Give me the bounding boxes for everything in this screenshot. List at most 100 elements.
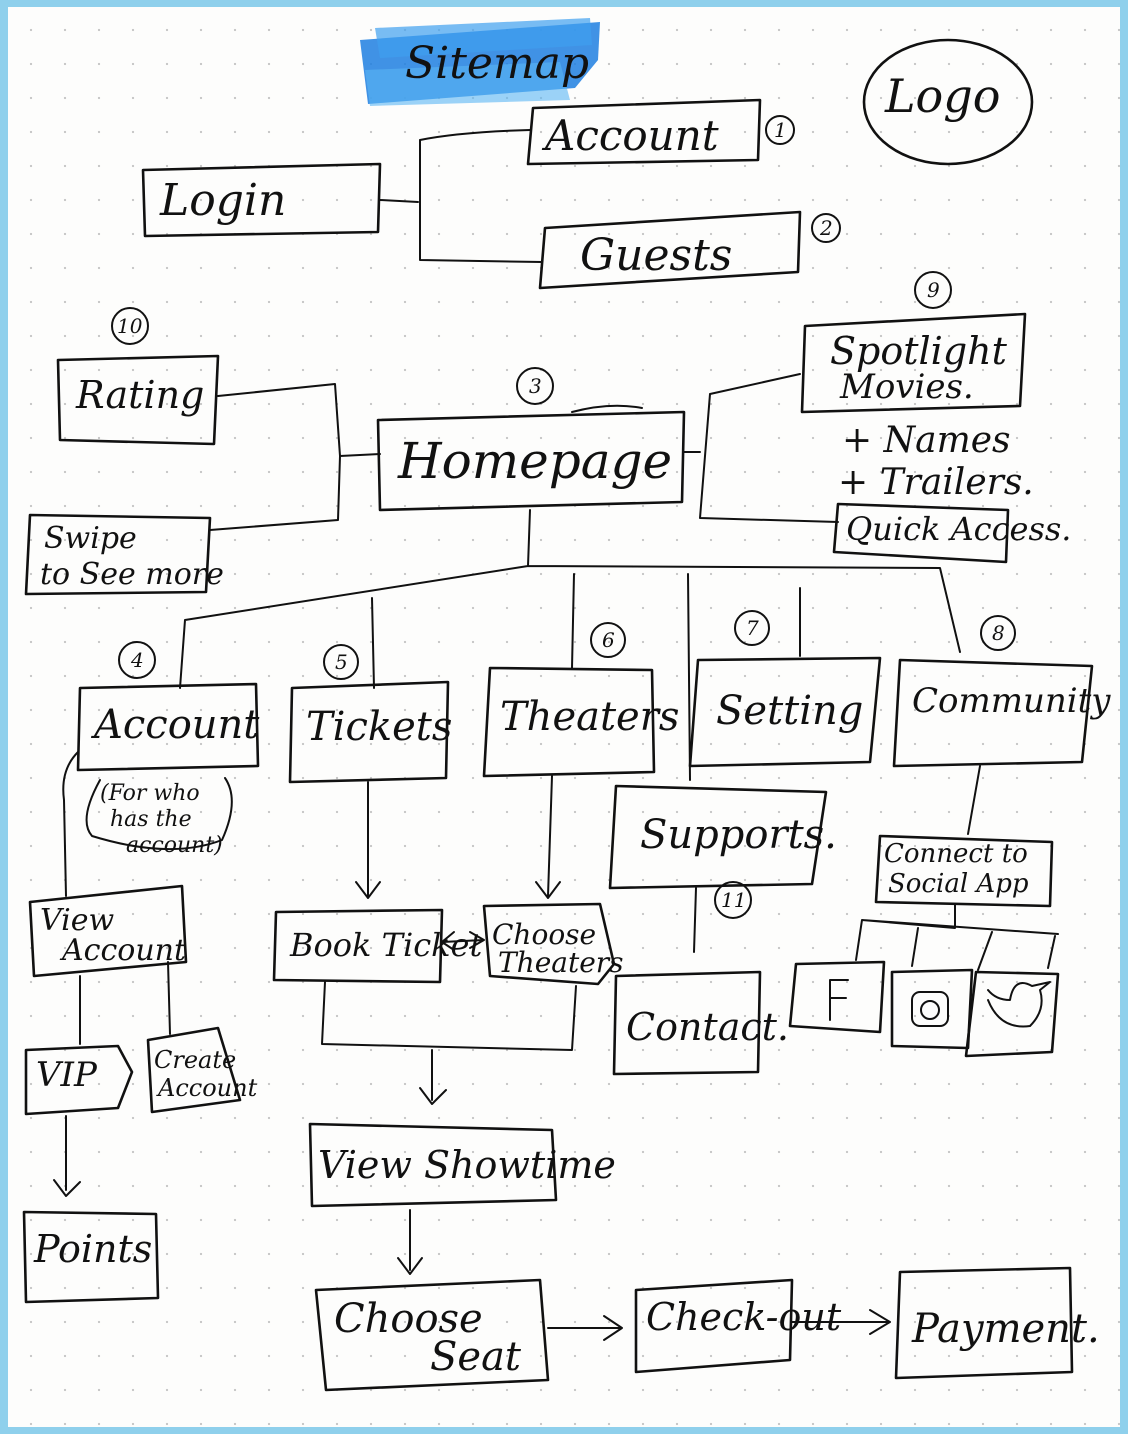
view-account-box: [28, 884, 188, 978]
badge-spotlight: [914, 271, 952, 309]
sitemap-title: Sitemap: [405, 38, 589, 89]
badge-homepage: [516, 367, 554, 405]
badge-setting: [734, 610, 770, 646]
badge-supports-num: 11: [721, 888, 746, 912]
badge-account: [118, 641, 156, 679]
view-showtime-box: [308, 1122, 558, 1208]
badge-account-top-num: 1: [774, 118, 787, 142]
vip-label: VIP: [36, 1055, 98, 1095]
account-note-2: has the: [110, 807, 192, 832]
community-box: [892, 658, 1094, 768]
create-account-label-2: Account: [156, 1074, 258, 1102]
spotlight-label-2: Movies.: [839, 367, 974, 407]
account-top-label: Account: [541, 111, 719, 160]
account-note-1: (For who: [100, 781, 200, 806]
homepage-left-connectors: [209, 383, 381, 531]
choose-theaters-label-2: Theaters: [498, 946, 624, 979]
vip-points-arrow: [53, 1115, 81, 1197]
setting-label: Setting: [716, 688, 863, 734]
homepage-tick: [571, 404, 643, 413]
view-account-connectors: [79, 961, 171, 1045]
badge-theaters-num: 6: [602, 628, 615, 652]
homepage-box: [376, 410, 686, 512]
badge-tickets-num: 5: [335, 650, 348, 674]
choose-seat-box: [314, 1278, 550, 1392]
quick-access-box: [832, 502, 1010, 564]
choose-theaters-label-1: Choose: [492, 918, 596, 951]
vip-box: [24, 1044, 134, 1116]
account-view-connector: [62, 751, 79, 897]
connect-label-2: Social App: [888, 869, 1029, 899]
sketch-page: [8, 7, 1120, 1427]
showtime-seat-arrow: [397, 1209, 423, 1275]
community-label: Community: [912, 681, 1111, 721]
twitter-icon: [964, 970, 1060, 1058]
setting-box: [688, 656, 882, 768]
spotlight-label-1: Spotlight: [830, 329, 1008, 373]
instagram-icon: [890, 968, 974, 1050]
contact-box: [612, 970, 762, 1076]
theaters-choose-arrow: [535, 775, 561, 899]
title-highlight: [360, 18, 600, 106]
logo-circle: [862, 38, 1034, 166]
supports-box: [608, 784, 828, 890]
contact-label: Contact.: [626, 1005, 789, 1049]
badge-setting-num: 7: [746, 616, 759, 640]
choose-seat-label-2: Seat: [430, 1334, 522, 1380]
view-account-label-2: Account: [59, 933, 187, 968]
rating-box: [56, 354, 220, 446]
social-connectors: [855, 765, 1059, 971]
spotlight-box: [800, 312, 1027, 414]
badge-community: [980, 615, 1016, 651]
badge-guests-num: 2: [819, 216, 833, 240]
account-note-bubble: [85, 777, 233, 851]
badge-rating: [111, 307, 149, 345]
badge-rating-num: 10: [117, 314, 143, 338]
logo-text: Logo: [884, 69, 1000, 123]
checkout-label: Check-out: [646, 1295, 842, 1339]
badge-spotlight-num: 9: [927, 278, 940, 302]
points-label: Points: [33, 1227, 152, 1271]
account-note-3: account): [126, 833, 223, 858]
badge-homepage-num: 3: [529, 374, 542, 398]
points-box: [22, 1210, 160, 1304]
badge-theaters: [590, 622, 626, 658]
guests-box: [538, 210, 802, 290]
badge-tickets: [323, 644, 359, 680]
badge-account-top: [765, 115, 795, 145]
badge-supports: [714, 881, 752, 919]
homepage-right-connectors: [683, 373, 839, 523]
book-choose-arrow: [441, 931, 485, 951]
seat-checkout-arrow: [547, 1315, 623, 1341]
homepage-children-connectors: [179, 509, 961, 781]
theaters-box: [482, 666, 656, 778]
spotlight-note-2: + Trailers.: [838, 462, 1034, 503]
account-box: [76, 682, 260, 772]
login-connectors: [379, 129, 543, 263]
quick-access-label: Quick Access.: [846, 510, 1071, 548]
spotlight-note-1: + Names: [842, 420, 1011, 461]
book-ticket-box: [272, 908, 444, 984]
connect-label-1: Connect to: [884, 839, 1028, 869]
create-account-label-1: Create: [154, 1046, 236, 1074]
badge-account-num: 4: [130, 648, 144, 672]
choose-theaters-box: [482, 902, 616, 986]
guests-label: Guests: [580, 230, 732, 281]
view-showtime-label: View Showtime: [318, 1143, 616, 1187]
badge-guests: [811, 213, 841, 243]
checkout-payment-arrow: [791, 1309, 891, 1335]
book-ticket-label: Book Ticket: [289, 926, 482, 964]
merge-showtime-arrow: [321, 981, 577, 1105]
account-label: Account: [90, 702, 260, 748]
theaters-label: Theaters: [500, 694, 679, 740]
tickets-book-arrow: [355, 781, 381, 899]
badge-community-num: 8: [992, 621, 1005, 645]
swipe-label-1: Swipe: [44, 521, 137, 556]
login-label: Login: [159, 175, 286, 226]
swipe-box: [24, 513, 212, 596]
connect-social-box: [874, 834, 1054, 908]
view-account-label-1: View: [40, 903, 114, 938]
homepage-label: Homepage: [397, 432, 672, 490]
facebook-icon: [788, 960, 886, 1034]
